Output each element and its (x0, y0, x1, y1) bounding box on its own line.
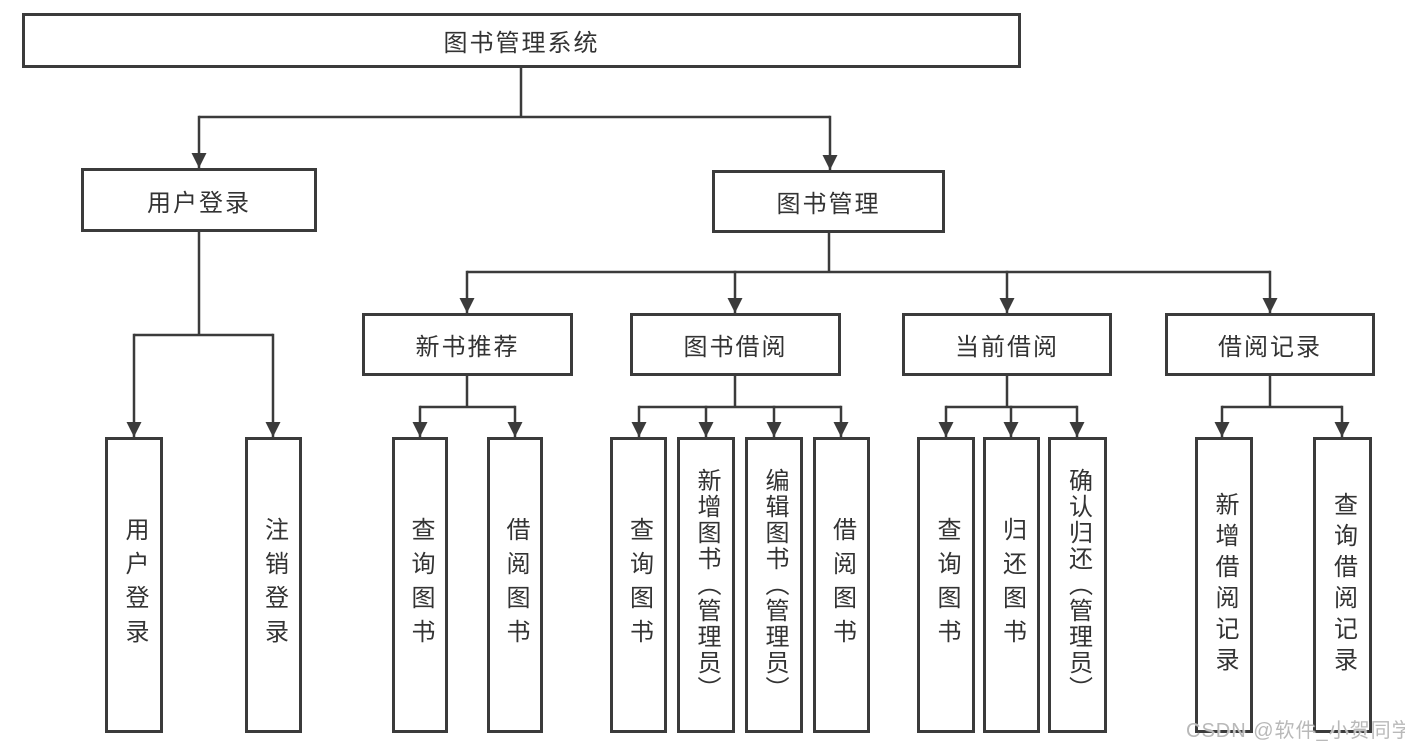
leaf-user-login: 用户登录 (105, 437, 163, 733)
node-borrowing-records: 借阅记录 (1165, 313, 1375, 376)
node-user-login-label: 用户登录 (147, 189, 251, 217)
leaf-borrow-book-2: 借阅图书 (813, 437, 870, 733)
leaf-confirm-return-admin: 确认归还（管理员） (1048, 437, 1107, 733)
leaf-query-borrow-record-label: 查询借阅记录 (1329, 492, 1357, 678)
node-new-book-recommend: 新书推荐 (362, 313, 573, 376)
node-current-borrowing-label: 当前借阅 (955, 334, 1059, 361)
leaf-user-login-label: 用户登录 (121, 517, 148, 653)
node-new-book-recommend-label: 新书推荐 (415, 334, 520, 361)
node-book-management-label: 图书管理 (776, 191, 881, 218)
leaf-logout-label: 注销登录 (260, 517, 288, 653)
leaf-logout: 注销登录 (245, 437, 302, 733)
leaf-query-book-1-label: 查询图书 (407, 517, 434, 653)
leaf-borrow-book-1: 借阅图书 (487, 437, 543, 733)
leaf-borrow-book-2-label: 借阅图书 (828, 517, 856, 653)
node-book-borrowing: 图书借阅 (630, 313, 841, 376)
leaf-add-book-admin-label: 新增图书（管理员） (693, 468, 720, 702)
leaf-query-book-3-label: 查询图书 (933, 517, 960, 653)
node-book-borrowing-label: 图书借阅 (683, 334, 788, 361)
node-user-login: 用户登录 (81, 168, 317, 232)
leaf-return-book: 归还图书 (983, 437, 1040, 733)
leaf-edit-book-admin: 编辑图书（管理员） (745, 437, 803, 733)
leaf-add-book-admin: 新增图书（管理员） (677, 437, 735, 733)
leaf-query-book-3: 查询图书 (917, 437, 975, 733)
leaf-add-borrow-record: 新增借阅记录 (1195, 437, 1253, 733)
node-system-root-label: 图书管理系统 (443, 30, 600, 57)
leaf-query-book-2: 查询图书 (610, 437, 667, 733)
leaf-return-book-label: 归还图书 (998, 517, 1026, 653)
node-book-management: 图书管理 (712, 170, 945, 233)
node-borrowing-records-label: 借阅记录 (1218, 334, 1322, 361)
leaf-query-book-1: 查询图书 (392, 437, 448, 733)
csdn-watermark: CSDN @软件_小贺同学 (1186, 720, 1405, 742)
node-current-borrowing: 当前借阅 (902, 313, 1112, 376)
node-system-root: 图书管理系统 (22, 13, 1021, 68)
leaf-edit-book-admin-label: 编辑图书（管理员） (761, 468, 788, 702)
leaf-confirm-return-admin-label: 确认归还（管理员） (1064, 468, 1092, 702)
leaf-query-borrow-record: 查询借阅记录 (1313, 437, 1372, 733)
leaf-add-borrow-record-label: 新增借阅记录 (1211, 492, 1238, 678)
leaf-borrow-book-1-label: 借阅图书 (502, 517, 529, 653)
leaf-query-book-2-label: 查询图书 (625, 517, 653, 653)
